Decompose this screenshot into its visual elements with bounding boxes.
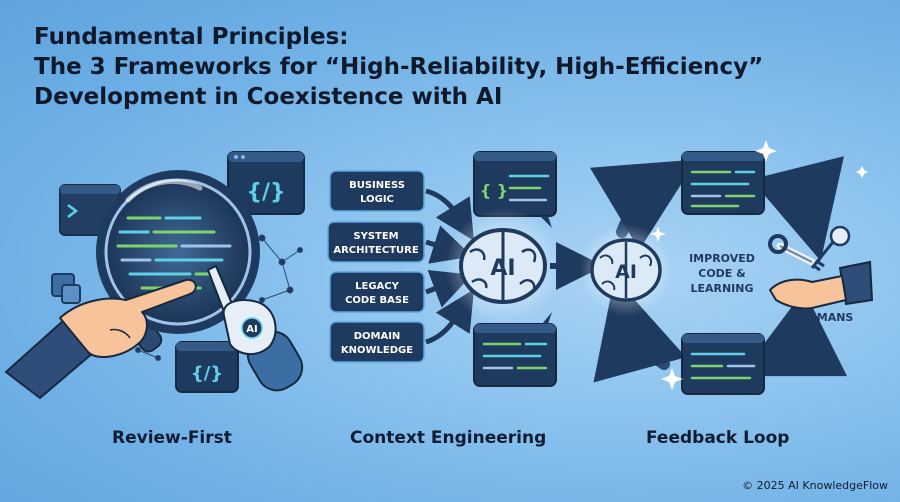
wrench-icon bbox=[768, 234, 816, 266]
code-bubble-bottom bbox=[473, 312, 557, 387]
input-label-line1: BUSINESS bbox=[349, 180, 405, 191]
ai-brain-icon-loop: AI bbox=[580, 224, 672, 316]
code-glyph: { } bbox=[480, 181, 508, 200]
input-box-system-architecture: SYSTEM ARCHITECTURE bbox=[327, 221, 425, 263]
cube-icon bbox=[51, 273, 81, 304]
humans-label: HUMANS bbox=[799, 311, 854, 324]
input-label-line2: CODE BASE bbox=[345, 295, 409, 306]
code-window-loop-bottom bbox=[681, 333, 765, 395]
review-first-panel: {/} {/} bbox=[4, 151, 305, 400]
sparkle-icons bbox=[650, 140, 868, 390]
robot-hand-icon: AI bbox=[206, 264, 304, 392]
improved-line3: LEARNING bbox=[690, 282, 753, 295]
title-line-2: The 3 Frameworks for “High-Reliability, … bbox=[34, 54, 764, 80]
input-box-business-logic: BUSINESS LOGIC bbox=[329, 170, 425, 212]
input-label-line2: KNOWLEDGE bbox=[341, 345, 413, 356]
input-label-line2: LOGIC bbox=[360, 194, 394, 205]
page-title: Fundamental Principles: The 3 Frameworks… bbox=[34, 22, 854, 112]
improved-line2: CODE & bbox=[698, 267, 746, 280]
copyright-notice: © 2025 AI KnowledgeFlow bbox=[742, 479, 888, 492]
input-label-line2: ARCHITECTURE bbox=[333, 245, 419, 256]
brain-label-loop: AI bbox=[615, 261, 637, 283]
code-bubble-top: { } bbox=[473, 151, 557, 228]
feedback-loop-panel: AI IMPROVED CODE & LEARNING HUMANS bbox=[580, 140, 874, 395]
context-engineering-panel: BUSINESS LOGIC SYSTEM ARCHITECTURE LEGAC… bbox=[327, 151, 604, 387]
code-window-top: {/} bbox=[227, 151, 305, 215]
label-feedback-loop: Feedback Loop bbox=[646, 428, 790, 448]
title-line-1: Fundamental Principles: bbox=[34, 24, 349, 50]
input-label-line1: SYSTEM bbox=[353, 231, 398, 242]
input-box-domain-knowledge: DOMAIN KNOWLEDGE bbox=[329, 321, 425, 363]
brain-label: AI bbox=[490, 256, 515, 281]
human-hand-palm-icon bbox=[769, 260, 874, 310]
label-review-first: Review-First bbox=[112, 428, 232, 448]
network-graph-icon bbox=[135, 234, 303, 361]
code-window-loop-top bbox=[681, 151, 765, 215]
input-box-legacy-code-base: LEGACY CODE BASE bbox=[329, 271, 425, 313]
input-label-line1: DOMAIN bbox=[354, 331, 401, 342]
ai-brain-icon: AI bbox=[445, 208, 561, 324]
human-hand-icon bbox=[4, 278, 197, 400]
key-icon bbox=[810, 225, 851, 272]
input-label-line1: LEGACY bbox=[355, 281, 399, 292]
robot-ai-badge: AI bbox=[246, 324, 257, 335]
code-glyph-bottom: {/} bbox=[191, 363, 223, 384]
code-glyph-top: {/} bbox=[246, 180, 285, 205]
code-window-bottom: {/} bbox=[175, 341, 239, 393]
label-context-engineering: Context Engineering bbox=[350, 428, 547, 448]
title-line-3: Development in Coexistence with AI bbox=[34, 84, 503, 110]
improved-line1: IMPROVED bbox=[689, 252, 755, 265]
